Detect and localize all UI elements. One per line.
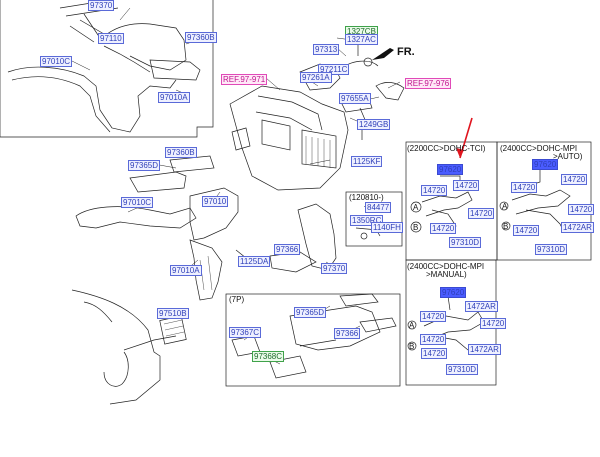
part-label[interactable]: 1472AR [468, 344, 501, 355]
part-label[interactable]: 97211C [318, 64, 350, 75]
panel-header-2200cc: (2200CC>DOHC-TCI) [407, 144, 486, 153]
top-left-inset-frame [0, 0, 214, 138]
part-label[interactable]: 14720 [453, 180, 480, 191]
part-label[interactable]: 14720 [421, 185, 448, 196]
upper-right-duct-segment [149, 59, 201, 81]
front-direction-arrow [372, 48, 394, 60]
part-label[interactable]: 14720 [430, 223, 457, 234]
front-label: FR. [397, 46, 415, 58]
part-label[interactable]: 97655A [339, 93, 371, 104]
lower-left-duct [75, 206, 197, 229]
part-label[interactable]: REF.97-971 [221, 74, 268, 85]
part-label[interactable]: 97010A [158, 92, 190, 103]
part-label[interactable]: 97368C [252, 351, 285, 362]
part-label[interactable]: 14720 [468, 208, 495, 219]
rear-floor-duct [297, 203, 337, 271]
part-label[interactable]: 97010 [202, 196, 229, 207]
7p-inset-frame [225, 293, 401, 387]
part-label[interactable]: 97110 [98, 33, 124, 44]
panel2-callout-b: B [503, 222, 509, 231]
7p-rear-duct-upper [289, 305, 381, 351]
panel2-callout-a: A [502, 202, 508, 211]
red-pointer-head [456, 148, 464, 158]
panel-header-2400cc-manual-line2: >MANUAL) [426, 270, 467, 279]
part-label[interactable]: 97620 [437, 164, 464, 175]
panel-header-2400cc-auto-line2: >AUTO) [553, 152, 583, 161]
part-label[interactable]: REF.97-976 [405, 78, 452, 89]
part-label[interactable]: 97366 [274, 244, 301, 255]
part-label[interactable]: 97261A [300, 72, 332, 83]
panel3-callout-b: B [409, 342, 415, 351]
part-label[interactable]: 14720 [513, 225, 540, 236]
part-label[interactable]: 84477 [365, 202, 392, 213]
panel-2400cc-auto [496, 141, 592, 261]
car-body-silhouette [71, 289, 161, 405]
part-label[interactable]: 97510B [157, 308, 189, 319]
panel-header-2400cc-auto-line1: (2400CC>DOHC-MPI [500, 144, 578, 153]
part-label[interactable]: 14720 [561, 174, 588, 185]
part-label[interactable]: 97366 [334, 328, 361, 339]
part-label[interactable]: 97310D [449, 237, 482, 248]
part-label[interactable]: 97365D [128, 160, 161, 171]
center-floor-duct [189, 187, 239, 241]
part-label[interactable]: 14720 [568, 204, 595, 215]
hose-group-3 [423, 311, 485, 341]
upper-center-duct [99, 23, 187, 71]
part-label[interactable]: 14720 [511, 182, 538, 193]
hose-group-2 [511, 189, 571, 215]
part-label[interactable]: 1472AR [561, 222, 594, 233]
rear-vent-grille [159, 315, 187, 345]
part-label[interactable]: 14720 [421, 348, 448, 359]
part-label[interactable]: 1327AC [345, 34, 378, 45]
part-label[interactable]: 97010C [121, 197, 154, 208]
hose-group-1 [421, 191, 473, 217]
part-label[interactable]: 14720 [420, 334, 447, 345]
part-label[interactable]: 1140FH [371, 222, 403, 233]
part-label[interactable]: 97620 [440, 287, 467, 298]
part-label[interactable]: 1125KF [351, 156, 383, 167]
part-label[interactable]: 97620 [532, 159, 559, 170]
part-label[interactable]: 97370 [88, 0, 115, 11]
part-label[interactable]: 97010A [170, 265, 202, 276]
panel1-callout-b: B [413, 223, 419, 232]
upper-left-duct [7, 66, 177, 133]
part-label[interactable]: 97367C [229, 327, 262, 338]
sub-inset-frame [345, 191, 403, 247]
part-label[interactable]: 97365D [294, 307, 327, 318]
part-label[interactable]: 1350RC [350, 215, 384, 226]
panel3-callout-a: A [409, 321, 415, 330]
part-label[interactable]: 1249GB [357, 119, 391, 130]
part-label[interactable]: 97310D [535, 244, 568, 255]
part-label[interactable]: 97313 [313, 44, 340, 55]
part-label[interactable]: 97360B [165, 147, 197, 158]
part-label[interactable]: 1125DA [238, 256, 271, 267]
sub-inset-header: (120810-) [349, 193, 384, 202]
part-label[interactable]: 14720 [420, 311, 447, 322]
part-label[interactable]: 97010C [40, 56, 73, 67]
part-label[interactable]: 97310D [446, 364, 479, 375]
panel1-callout-a: A [413, 203, 419, 212]
7p-inset-header: (7P) [229, 295, 245, 304]
part-label[interactable]: 1472AR [465, 301, 498, 312]
part-label[interactable]: 14720 [480, 318, 507, 329]
panel-header-2400cc-manual-line1: (2400CC>DOHC-MPI [407, 262, 485, 271]
part-label[interactable]: 97360B [185, 32, 217, 43]
hvac-main-unit [229, 85, 349, 191]
mid-left-duct [129, 171, 187, 193]
evaporator-core [301, 129, 337, 169]
part-label[interactable]: 97370 [321, 263, 348, 274]
